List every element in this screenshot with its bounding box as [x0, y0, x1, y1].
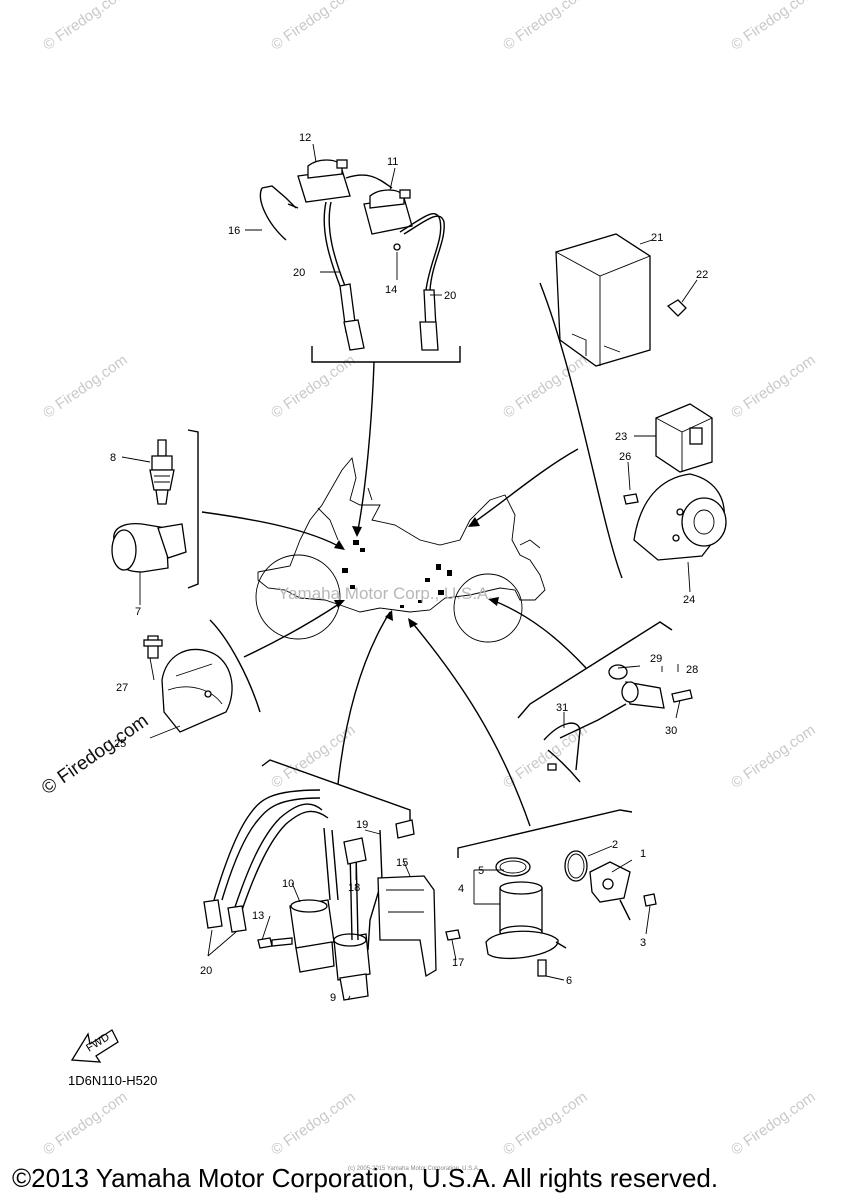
callout-26: 26 [619, 451, 631, 463]
callout-4: 4 [458, 883, 464, 895]
ignition-coil-group-top [259, 159, 445, 351]
callout-14: 14 [385, 284, 397, 296]
callout-21: 21 [651, 232, 663, 244]
callout-25: 25 [114, 738, 126, 750]
callout-23: 23 [615, 431, 627, 443]
spark-plug-group [111, 439, 187, 573]
callout-2: 2 [612, 839, 618, 851]
diagram-code: 1D6N110-H520 [68, 1073, 158, 1088]
callout-13: 13 [252, 910, 264, 922]
callout-31: 31 [556, 702, 568, 714]
callout-17: 17 [452, 957, 464, 969]
arrowheads [334, 517, 499, 628]
group-brackets [187, 282, 673, 858]
callout-1: 1 [640, 848, 646, 860]
copyright-notice: ©2013 Yamaha Motor Corporation, U.S.A. A… [12, 1163, 719, 1193]
horn-group-left [143, 635, 233, 733]
sensor-group-right [543, 664, 693, 783]
callout-11: 11 [387, 156, 398, 168]
ignition-coil-group-bottom [203, 789, 461, 1001]
sensor-group-bottom-right [485, 850, 657, 977]
callout-27: 27 [116, 682, 128, 694]
callout-24: 24 [683, 594, 695, 606]
callout-9: 9 [330, 992, 336, 1004]
callouts: 1 2 3 4 5 6 7 8 9 10 11 12 13 14 15 16 1… [110, 132, 708, 1004]
center-watermark: Yamaha Motor Corp., U.S.A. [278, 584, 494, 603]
callout-3: 3 [640, 937, 646, 949]
callout-20-top-left: 20 [293, 267, 305, 279]
callout-22: 22 [696, 269, 708, 281]
locator-marks [342, 540, 452, 608]
callout-6: 6 [566, 975, 572, 987]
callout-15: 15 [396, 857, 408, 869]
callout-18: 18 [348, 882, 360, 894]
leader-lines [201, 361, 587, 827]
callout-7: 7 [135, 606, 141, 618]
callout-leaders [121, 143, 698, 1001]
ecu-group [555, 233, 727, 561]
callout-28: 28 [686, 664, 698, 676]
callout-19: 19 [356, 819, 368, 831]
callout-12: 12 [299, 132, 311, 144]
callout-10: 10 [282, 878, 294, 890]
motorcycle-silhouette [255, 456, 546, 643]
callout-20-bottom: 20 [200, 965, 212, 977]
callout-20-top-right: 20 [444, 290, 456, 302]
callout-30: 30 [665, 725, 677, 737]
callout-29: 29 [650, 653, 662, 665]
callout-5: 5 [478, 865, 484, 877]
callout-8: 8 [110, 452, 116, 464]
fwd-arrow: FWD [70, 1029, 119, 1063]
callout-16: 16 [228, 225, 240, 237]
small-notice: (c) 2005-2015 Yamaha Motor Corporation, … [348, 1166, 480, 1172]
